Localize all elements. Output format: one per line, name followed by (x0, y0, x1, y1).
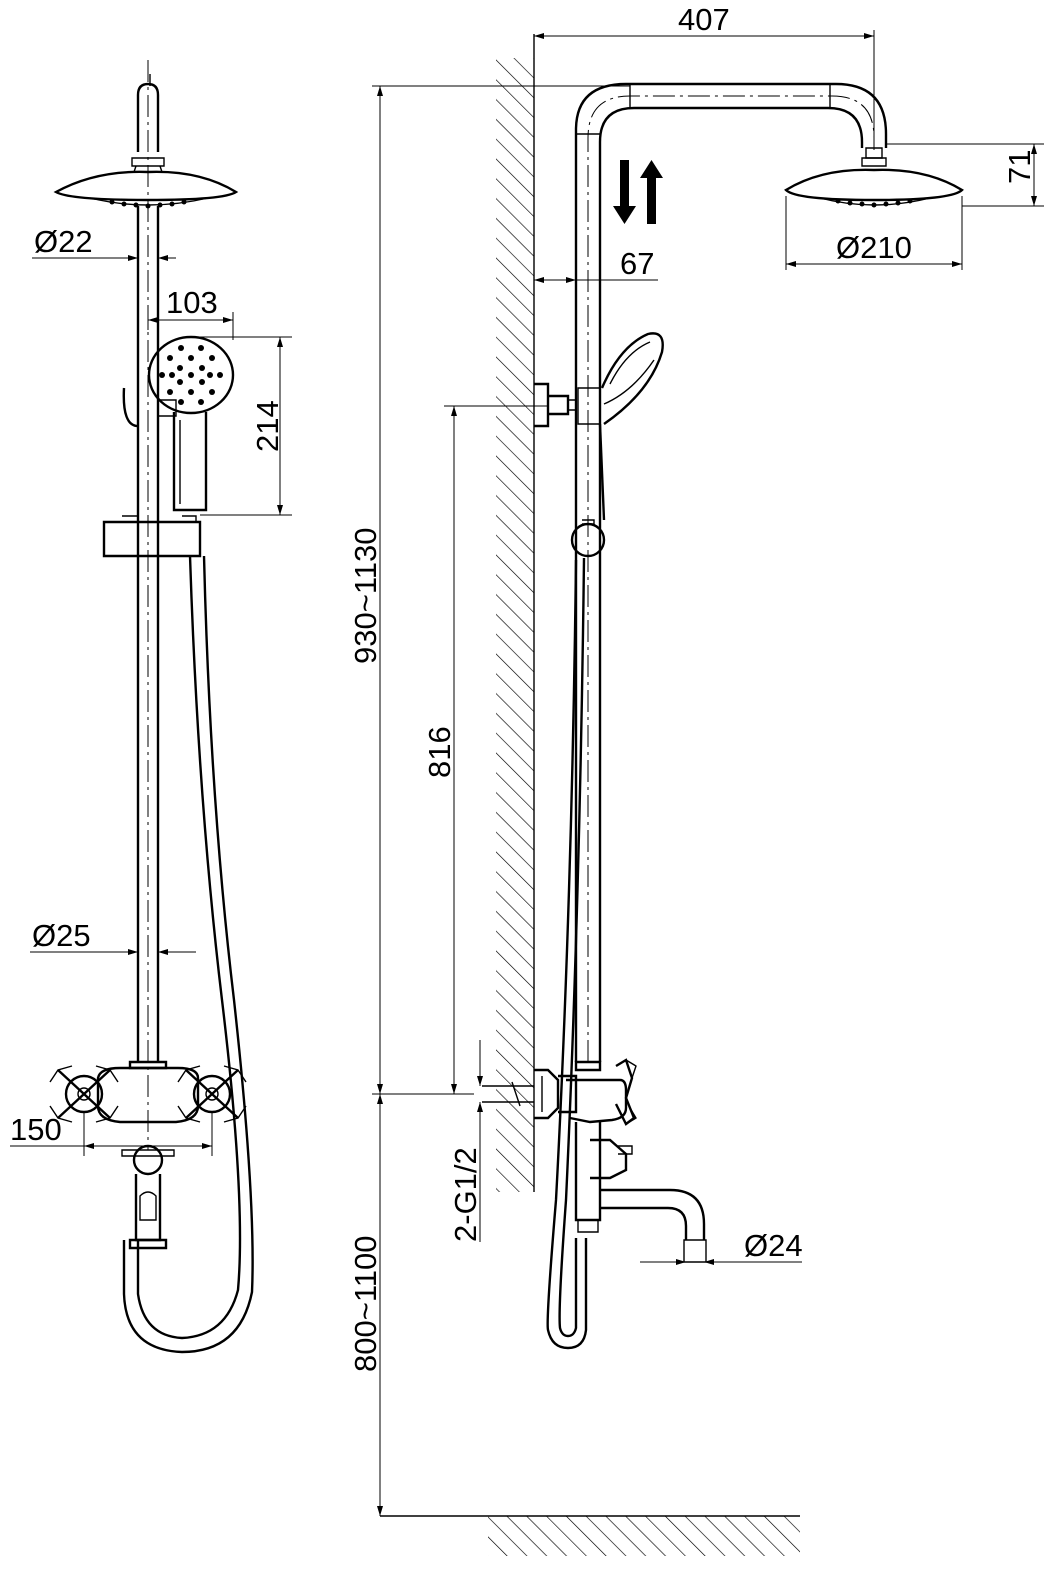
dim-label-d24: Ø24 (744, 1228, 803, 1263)
left-cross-handle (49, 1065, 119, 1123)
vertical-pipe-front (136, 60, 160, 1150)
slide-holder-side (570, 519, 606, 558)
hand-shower-front (122, 335, 235, 512)
hand-shower-side (577, 332, 664, 521)
dim-label-d2-g12: 2-G1/2 (448, 1147, 483, 1242)
floor-hatching (380, 1515, 800, 1556)
dim-label-d71: 71 (1002, 150, 1037, 184)
bath-spout-side (600, 1188, 707, 1263)
diverter-front (121, 1144, 175, 1250)
front-view: Ø22 103 214 Ø25 150 (10, 60, 292, 1354)
dim-label-d22: Ø22 (34, 224, 93, 259)
dim-label-d816: 816 (422, 726, 457, 778)
dim-label-d103: 103 (166, 285, 218, 320)
side-view: 407 71 Ø210 67 930~1130 816 (348, 2, 1044, 1556)
dim-label-d930-1130: 930~1130 (348, 528, 383, 665)
dim-label-d214: 214 (250, 400, 285, 452)
dim-label-d150: 150 (10, 1112, 62, 1147)
cross-handle-side (614, 1058, 637, 1126)
hose-side (546, 557, 588, 1350)
slide-holder-front (102, 515, 202, 558)
rain-shower-head-side (784, 147, 964, 208)
dimension-d210: Ø210 (785, 196, 963, 270)
wall-bracket-side (534, 382, 577, 428)
dimension-d22: Ø22 (32, 224, 176, 261)
dimension-d150: 150 (10, 1112, 213, 1156)
hose-front (122, 555, 254, 1354)
dimension-d2-g12: 2-G1/2 (448, 1040, 483, 1242)
flow-direction-arrows-icon (613, 160, 663, 224)
dimension-d25: Ø25 (30, 918, 196, 955)
dim-label-d25: Ø25 (32, 918, 91, 953)
dimension-d24: Ø24 (640, 1228, 803, 1265)
mixer-front (49, 1060, 247, 1250)
dimension-d816: 816 (422, 405, 548, 1094)
dimension-d407: 407 (534, 2, 875, 150)
diverter-side (590, 1138, 633, 1180)
dim-label-d210: Ø210 (836, 230, 912, 265)
dim-label-d67: 67 (620, 246, 654, 281)
shower-arm-side (574, 82, 888, 1062)
dimension-d103: 103 (147, 285, 234, 340)
dim-label-d407: 407 (678, 2, 730, 37)
wall-hatching (496, 34, 535, 1192)
dimension-d71: 71 (886, 143, 1044, 207)
dim-label-d800-1100: 800~1100 (348, 1236, 383, 1373)
rain-shower-head-front (53, 74, 239, 209)
dimension-d800-1100: 800~1100 (348, 1094, 383, 1516)
dimension-d67: 67 (534, 246, 658, 283)
dimension-d930-1130: 930~1130 (348, 85, 630, 1095)
dimension-d214: 214 (200, 336, 292, 516)
